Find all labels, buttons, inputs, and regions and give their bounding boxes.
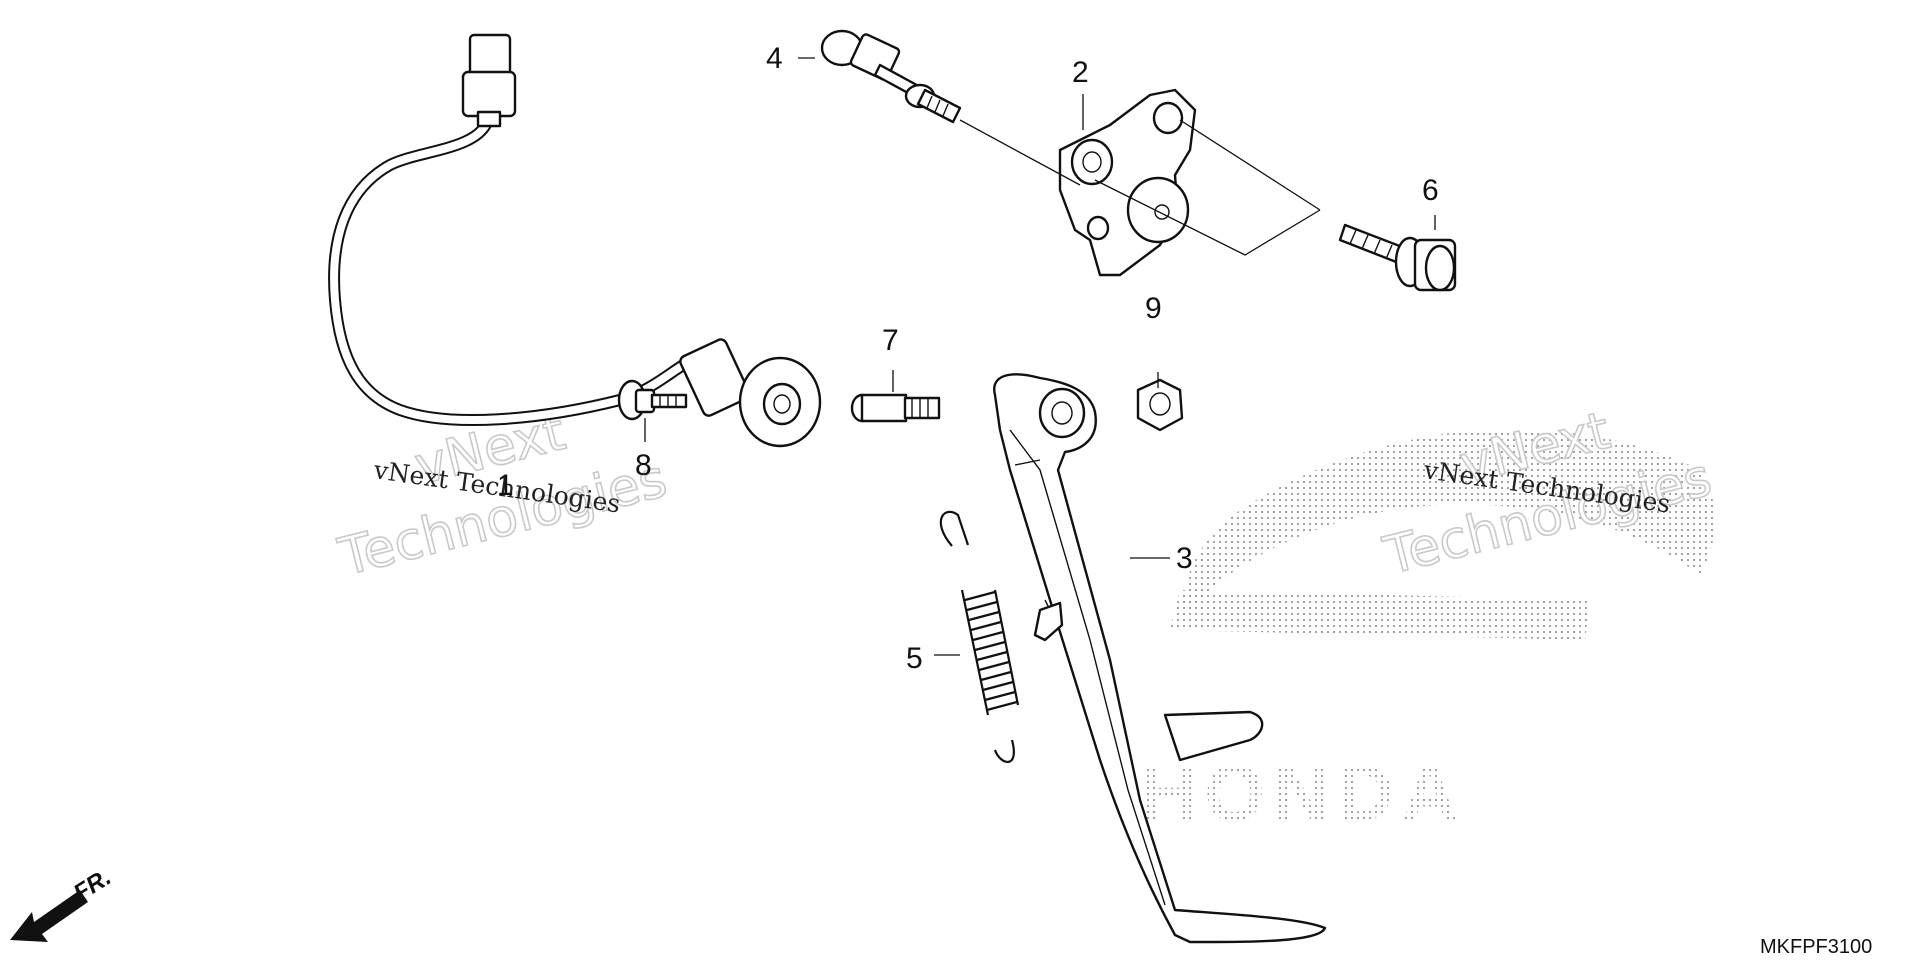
brand-logo-watermark: HONDA <box>1140 429 1715 837</box>
brand-wordmark: HONDA <box>1140 749 1466 837</box>
part-2-bracket <box>1058 88 1197 277</box>
part-6-flange-bolt <box>1338 223 1457 292</box>
arrow-down-left-icon <box>10 890 88 942</box>
part-3-side-stand <box>993 373 1327 944</box>
callout-4: 4 <box>766 42 783 75</box>
callout-5: 5 <box>906 642 923 675</box>
part-4-long-bolt <box>820 29 962 124</box>
part-1-side-stand-switch <box>328 33 822 448</box>
callout-8: 8 <box>635 449 652 482</box>
part-5-spring <box>939 510 1020 763</box>
wing-logo-icon <box>1184 429 1715 615</box>
callout-2: 2 <box>1072 56 1089 89</box>
callout-6: 6 <box>1422 174 1439 207</box>
part-7-pivot-pin <box>850 393 941 423</box>
callout-3: 3 <box>1176 542 1193 575</box>
callout-9: 9 <box>1145 292 1162 325</box>
callout-1: 1 <box>497 469 514 502</box>
part-9-nut <box>1136 378 1184 432</box>
front-direction-indicator: FR. <box>10 864 116 942</box>
diagram-code: MKFPF3100 <box>1760 936 1872 958</box>
callout-7: 7 <box>882 324 899 357</box>
part-8-small-bolt <box>617 379 688 421</box>
leader-lines <box>644 57 1436 656</box>
